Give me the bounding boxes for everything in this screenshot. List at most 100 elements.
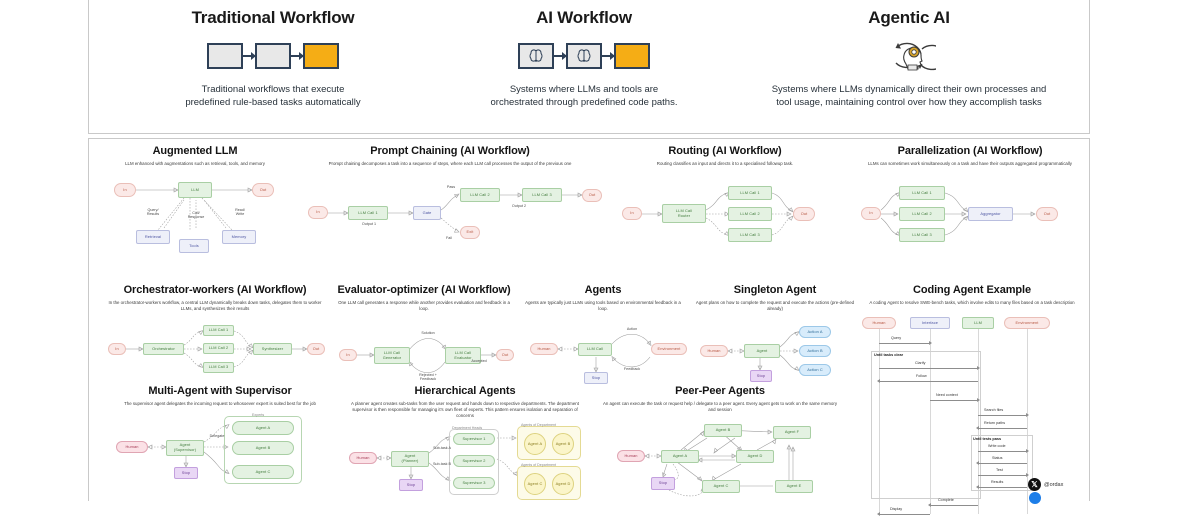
edge-label-subtask-b: Sub-task B bbox=[432, 462, 452, 466]
three-box-flow-icon bbox=[207, 39, 339, 73]
diagram-routing: Routing (AI Workflow) Routing classifies… bbox=[610, 145, 840, 267]
lifeline-llm bbox=[978, 329, 979, 514]
node-supervisor-3: Supervisor 3 bbox=[453, 477, 495, 489]
node-llm-call-2: LLM Call 2 bbox=[728, 207, 772, 221]
diagram-body: Experts Human Agent(Supervisor) Stop Age… bbox=[100, 412, 340, 492]
edge-label-call: Call/Response bbox=[187, 211, 205, 220]
edge-label-output1: Output 1 bbox=[361, 222, 377, 226]
edge-label-query: Query/Results bbox=[146, 208, 160, 217]
node-supervisor-1: Supervisor 1 bbox=[453, 433, 495, 445]
seq-arrow-clarify bbox=[879, 366, 980, 370]
node-agent-b: Agent B bbox=[704, 424, 742, 437]
edge-label-fail: Fail bbox=[446, 236, 452, 240]
diagram-orchestrator-workers: Orchestrator-workers (AI Workflow) In th… bbox=[100, 284, 330, 387]
diagram-coding-agent-example: Coding Agent Example A coding Agent to r… bbox=[858, 284, 1086, 516]
seq-label-complete: Complete bbox=[938, 498, 954, 502]
diagram-agents: Agents Agents are typically just LLMs us… bbox=[518, 284, 688, 387]
node-agent-b: Agent B bbox=[552, 433, 574, 455]
lifeline-interface bbox=[930, 329, 931, 514]
node-tools: Tools bbox=[179, 239, 209, 253]
header-card-traditional-workflow: Traditional Workflow Traditional workflo… bbox=[123, 0, 423, 133]
diagram-title: Hierarchical Agents bbox=[414, 385, 516, 397]
diagram-title: Coding Agent Example bbox=[913, 284, 1031, 296]
header-desc-line1: Traditional workflows that execute bbox=[201, 84, 345, 95]
seq-label-test: Test bbox=[996, 468, 1003, 472]
group-label-experts: Experts bbox=[252, 413, 265, 417]
node-retrieval: Retrieval bbox=[136, 230, 170, 244]
node-action-c: Action C bbox=[799, 364, 831, 376]
node-memory: Memory bbox=[222, 230, 256, 244]
seq-label-need-context: Need context bbox=[936, 393, 958, 397]
node-in: In bbox=[114, 183, 136, 197]
diagram-subtitle: In the orchestrator-workers workflow, a … bbox=[108, 300, 322, 311]
node-llm-call-3: LLM Call 3 bbox=[899, 228, 945, 242]
node-agent-d: Agent D bbox=[736, 450, 774, 463]
node-llm-call-2: LLM Call 2 bbox=[460, 188, 500, 202]
seq-frame-until-tests-pass bbox=[971, 435, 1033, 491]
header-card-ai-workflow: AI Workflow Systems where LLMs and tools… bbox=[439, 0, 729, 133]
node-llm-call-1: LLM Call 1 bbox=[728, 186, 772, 200]
node-in: In bbox=[308, 206, 328, 219]
x-logo-icon: 𝕏 bbox=[1028, 478, 1041, 491]
diagram-subtitle: Agent plans on how to complete the reque… bbox=[695, 300, 855, 311]
header-description: Systems where LLMs and tools are orchest… bbox=[491, 83, 678, 109]
edge-label-output2: Output 2 bbox=[511, 204, 527, 208]
node-llm-call-2: LLM Call 2 bbox=[899, 207, 945, 221]
seq-label-results: Results bbox=[991, 480, 1004, 484]
node-llm: LLM bbox=[178, 182, 212, 198]
edge-label-accepted: Accepted bbox=[471, 359, 487, 363]
lane-header-environment: Environment bbox=[1004, 317, 1050, 329]
diagram-title: Agents bbox=[584, 284, 622, 296]
node-aggregator: Aggregator bbox=[968, 207, 1013, 221]
node-out: Out bbox=[307, 343, 325, 355]
node-human: Human bbox=[349, 452, 377, 464]
diagram-title: Evaluator-optimizer (AI Workflow) bbox=[337, 284, 511, 296]
diagram-subtitle: An agent can execute the task or request… bbox=[602, 401, 838, 412]
header-title: Traditional Workflow bbox=[191, 8, 355, 27]
diagram-title: Orchestrator-workers (AI Workflow) bbox=[123, 284, 307, 296]
seq-label-write-code: Write code bbox=[988, 444, 1006, 448]
node-out: Out bbox=[582, 189, 602, 202]
avatar-dot bbox=[1029, 492, 1041, 504]
header-desc-line1: Systems where LLMs dynamically direct th… bbox=[771, 84, 1047, 95]
node-out: Out bbox=[1036, 207, 1058, 221]
node-stop: Stop bbox=[174, 467, 198, 479]
node-agent-f: Agent F bbox=[773, 426, 811, 439]
node-in: In bbox=[622, 207, 642, 220]
diagram-subtitle: Prompt chaining decomposes a task into a… bbox=[328, 161, 572, 166]
node-agent-b: Agent B bbox=[232, 441, 294, 455]
seq-frame-until-tasks-clear bbox=[871, 351, 981, 499]
seq-arrow-return-paths bbox=[976, 426, 1027, 430]
seq-label-clarify: Clarify bbox=[915, 361, 926, 365]
diagram-subtitle: LLM enhanced with augmentations such as … bbox=[125, 161, 265, 166]
diagram-subtitle: A coding Agent to resolve SWE-bench task… bbox=[869, 300, 1075, 305]
node-llm-call-3: LLM Call 3 bbox=[522, 188, 562, 202]
diagram-body: Department Heads Agents of Department Ag… bbox=[345, 423, 585, 504]
node-action-a: Action A bbox=[799, 326, 831, 338]
node-out: Out bbox=[793, 207, 815, 221]
diagram-prompt-chaining: Prompt Chaining (AI Workflow) Prompt cha… bbox=[300, 145, 602, 267]
node-agent-c: Agent C bbox=[232, 465, 294, 479]
node-gate: Gate bbox=[413, 206, 441, 220]
agentic-head-loop-icon bbox=[882, 39, 936, 73]
concepts-header-panel: Traditional Workflow Traditional workflo… bbox=[88, 0, 1090, 134]
diagram-subtitle: LLMs can sometimes work simultaneously o… bbox=[867, 161, 1073, 166]
node-agent: Agent bbox=[744, 344, 780, 358]
diagram-body: Human Agent Stop Action A Action B Actio… bbox=[690, 317, 860, 387]
diagram-subtitle: The supervisor agent delegates the incom… bbox=[124, 401, 316, 406]
diagram-title: Peer-Peer Agents bbox=[675, 385, 765, 397]
node-stop: Stop bbox=[750, 370, 772, 382]
edge-label-pass: Pass bbox=[446, 185, 456, 189]
header-description: Traditional workflows that execute prede… bbox=[185, 83, 360, 109]
group-label-dept-2: Agents of Department bbox=[521, 463, 556, 467]
diagram-multi-agent-supervisor: Multi-Agent with Supervisor The supervis… bbox=[100, 385, 340, 492]
node-supervisor-2: Supervisor 2 bbox=[453, 455, 495, 467]
header-title: Agentic AI bbox=[868, 8, 950, 27]
diagram-body: Human Agent A Agent B Agent C Agent D Ag… bbox=[595, 418, 845, 498]
node-agent-a: Agent A bbox=[524, 433, 546, 455]
diagram-evaluator-optimizer: Evaluator-optimizer (AI Workflow) One LL… bbox=[333, 284, 515, 387]
edge-label-action: Action bbox=[626, 327, 638, 331]
diagram-peer-peer-agents: Peer-Peer Agents An agent can execute th… bbox=[595, 385, 845, 498]
